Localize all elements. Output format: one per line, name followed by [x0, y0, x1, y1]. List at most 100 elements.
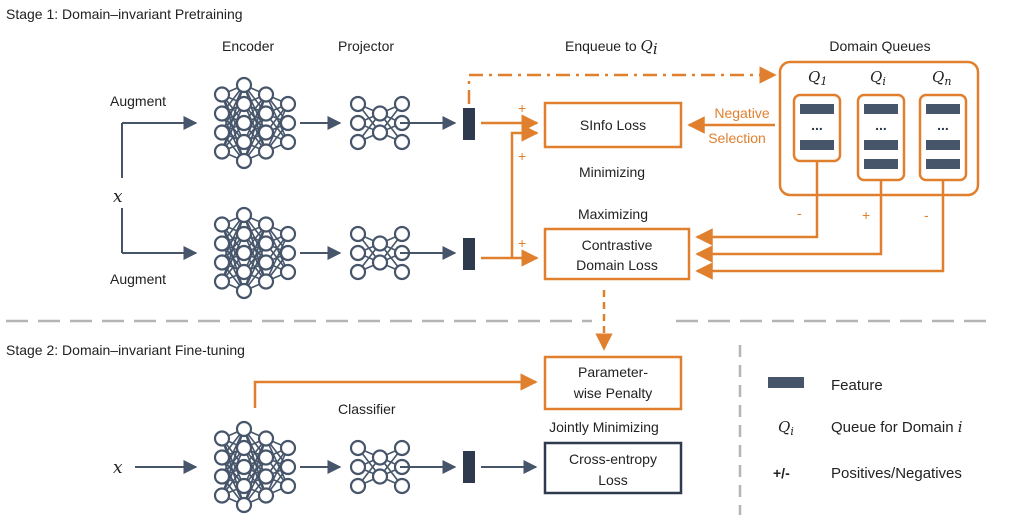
network-edge	[243, 457, 267, 506]
network-edge	[265, 233, 289, 282]
network-node	[213, 449, 231, 466]
queue-sign-n: -	[924, 207, 929, 223]
network-node	[235, 477, 253, 495]
network-node	[235, 133, 253, 151]
jointly-minimizing-label: Jointly Minimizing	[549, 419, 659, 435]
network-node	[349, 244, 367, 262]
encoder-network-top	[213, 76, 297, 170]
network-node	[349, 263, 367, 281]
network-node	[393, 225, 411, 243]
network-node	[393, 477, 411, 495]
queue-sign-i: +	[862, 207, 870, 223]
legend-queue-label: Queue for Domain i	[831, 418, 963, 436]
network-edge	[243, 224, 267, 273]
ce-line1: Cross-entropy	[569, 451, 657, 467]
negative-line1: Negative	[714, 105, 769, 121]
maximizing-label: Maximizing	[578, 206, 648, 222]
network-edge	[243, 438, 267, 487]
network-node	[279, 477, 297, 495]
network-node	[213, 468, 231, 485]
network-node	[235, 206, 253, 224]
network-node	[257, 487, 275, 504]
contrastive-domain-loss-box	[543, 227, 691, 281]
cross-entropy-loss-box	[543, 441, 683, 495]
legend-feature-label: Feature	[831, 377, 883, 394]
enqueue-arrow	[467, 66, 777, 104]
queue-label-1: Q1	[808, 68, 827, 88]
network-node	[235, 439, 253, 457]
network-edge	[221, 84, 245, 133]
network-node	[213, 216, 231, 233]
network-node	[257, 235, 275, 252]
classifier-network	[349, 439, 411, 495]
network-node	[257, 124, 275, 141]
network-edge	[221, 214, 245, 282]
encoder-to-penalty-arrow	[253, 373, 538, 408]
network-node	[213, 235, 231, 252]
network-node	[349, 133, 367, 151]
network-edge	[243, 224, 267, 292]
enqueue-label: Enqueue to Qi	[565, 37, 658, 58]
queue-1-ellipsis: ...	[811, 117, 823, 133]
network-node	[235, 282, 253, 300]
network-node	[257, 143, 275, 160]
network-node	[371, 449, 389, 466]
network-edge	[221, 428, 245, 496]
network-node	[349, 225, 367, 243]
network-node	[213, 105, 231, 122]
network-edge	[265, 447, 289, 496]
network-edge	[265, 103, 289, 152]
feature-bar-top	[463, 108, 475, 140]
queue-i: ...	[856, 93, 906, 182]
sinfo-loss-label: SInfo Loss	[580, 117, 646, 133]
legend-pm-label: Positives/Negatives	[831, 465, 962, 482]
encoder-network-stage2	[213, 420, 297, 514]
plus-sign-middle: +	[518, 148, 526, 164]
network-edge	[221, 214, 245, 263]
projector-network-top	[349, 95, 411, 151]
projector-network-bottom	[349, 225, 411, 281]
stage2-input-x-symbol: x	[113, 458, 123, 478]
plus-sign-bottom: +	[518, 235, 526, 251]
network-node	[349, 439, 367, 457]
network-node	[279, 225, 297, 243]
queue-n: ...	[918, 93, 968, 182]
network-node	[279, 114, 297, 132]
network-node	[279, 244, 297, 262]
network-node	[235, 95, 253, 113]
network-node	[257, 468, 275, 485]
network-node	[257, 273, 275, 290]
parameter-penalty-box	[543, 355, 683, 411]
network-node	[393, 439, 411, 457]
queue-i-ellipsis: ...	[875, 117, 887, 133]
network-node	[257, 254, 275, 271]
ce-line2: Loss	[598, 472, 628, 488]
queue-to-contrastive-arrows	[695, 161, 945, 280]
legend-queue-symbol: Qi	[778, 418, 794, 438]
network-node	[349, 114, 367, 132]
projector-label: Projector	[338, 38, 394, 54]
minimizing-label: Minimizing	[579, 164, 645, 180]
network-edge	[221, 103, 245, 152]
network-node	[393, 95, 411, 113]
network-node	[279, 458, 297, 476]
contrastive-line2: Domain Loss	[576, 257, 658, 273]
network-node	[349, 458, 367, 476]
network-node	[213, 254, 231, 271]
network-edge	[221, 447, 245, 496]
augment-bottom-label: Augment	[110, 271, 166, 287]
queue-label-n: Qn	[932, 68, 951, 88]
input-branch-lines	[121, 116, 198, 260]
network-node	[213, 124, 231, 141]
network-edge	[243, 113, 267, 162]
plus-sign-top: +	[518, 100, 526, 116]
penalty-line2: wise Penalty	[573, 385, 653, 401]
network-node	[257, 105, 275, 122]
stage2-title: Stage 2: Domain–invariant Fine-tuning	[6, 342, 245, 358]
network-edge	[243, 438, 267, 506]
network-node	[257, 430, 275, 447]
network-node	[371, 235, 389, 252]
network-node	[257, 86, 275, 103]
queue-label-i: Qi	[870, 68, 886, 88]
